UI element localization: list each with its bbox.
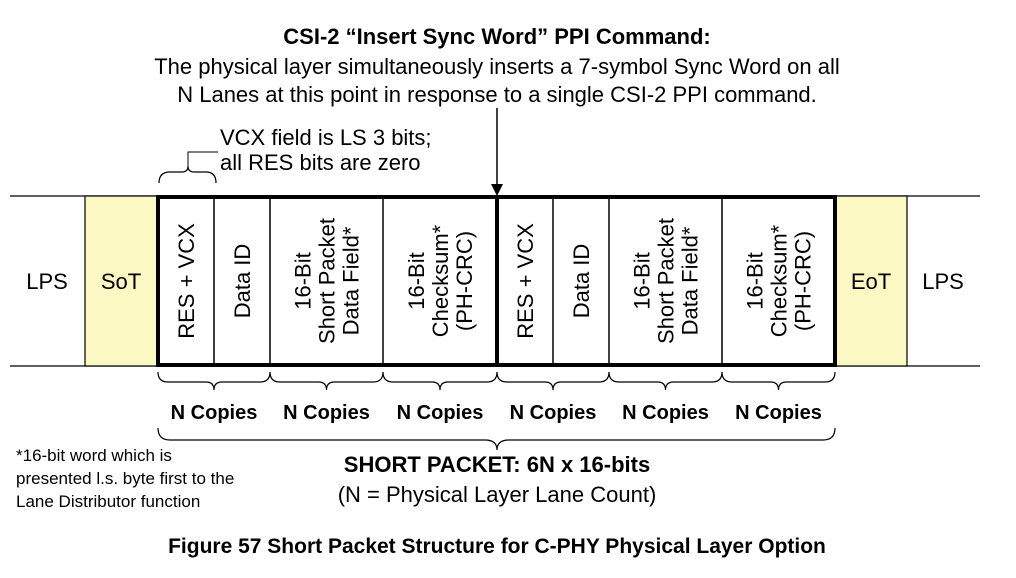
vcx-note-leader <box>187 151 218 168</box>
field-label: Short Packet <box>315 218 340 344</box>
eot-box <box>835 195 908 367</box>
arrow-head-icon <box>491 184 503 196</box>
field-label: RES + VCX <box>513 223 538 339</box>
copies-braces: N Copies N Copies N Copies N Copies N Copies… <box>157 371 836 424</box>
lps-right-label: LPS <box>922 269 964 294</box>
copies-brace <box>496 371 610 391</box>
lps-left-label: LPS <box>26 269 68 294</box>
field-label: Data ID <box>230 244 255 319</box>
field-label: (PH-CRC) <box>452 231 477 331</box>
vcx-brace <box>158 165 217 184</box>
copies-label: N Copies <box>622 402 709 424</box>
field-label: (PH-CRC) <box>791 231 816 331</box>
command-title: CSI-2 “Insert Sync Word” PPI Command: <box>283 24 710 49</box>
field-label: 16-Bit <box>404 252 429 309</box>
footnote-line3: Lane Distributor function <box>16 492 200 511</box>
sot-box <box>84 195 158 367</box>
field-label: Short Packet <box>654 218 679 344</box>
packet-brace <box>157 427 836 451</box>
packet-half-2-border <box>495 195 837 367</box>
field-label: Data ID <box>569 244 594 319</box>
packet-title: SHORT PACKET: 6N x 16-bits <box>344 452 650 477</box>
copies-brace <box>269 371 384 391</box>
vcx-note-line2: all RES bits are zero <box>220 150 421 175</box>
packet-subtitle: (N = Physical Layer Lane Count) <box>338 482 657 507</box>
copies-brace <box>382 371 498 391</box>
footnote-line1: *16-bit word which is <box>16 446 172 465</box>
command-desc-line2: N Lanes at this point in response to a s… <box>177 82 817 107</box>
copies-label: N Copies <box>397 402 484 424</box>
field-label: RES + VCX <box>174 223 199 339</box>
copies-brace <box>721 371 836 391</box>
field-label: Checksum* <box>428 224 453 337</box>
copies-label: N Copies <box>283 402 370 424</box>
figure-caption: Figure 57 Short Packet Structure for C-P… <box>168 535 826 558</box>
field-label: 16-Bit <box>291 252 316 309</box>
eot-label: EoT <box>851 269 891 294</box>
copies-brace <box>608 371 723 391</box>
field-label: 16-Bit <box>743 252 768 309</box>
footnote-line2: presented l.s. byte first to the <box>16 469 234 488</box>
field-label: Checksum* <box>767 224 792 337</box>
field-label: Data Field* <box>678 226 703 335</box>
command-desc-line1: The physical layer simultaneously insert… <box>154 54 840 79</box>
copies-label: N Copies <box>735 402 822 424</box>
field-label: Data Field* <box>339 226 364 335</box>
sot-label: SoT <box>101 269 141 294</box>
copies-brace <box>157 371 271 391</box>
copies-label: N Copies <box>171 402 258 424</box>
field-label: 16-Bit <box>630 252 655 309</box>
vcx-note-line1: VCX field is LS 3 bits; <box>220 125 432 150</box>
copies-label: N Copies <box>510 402 597 424</box>
